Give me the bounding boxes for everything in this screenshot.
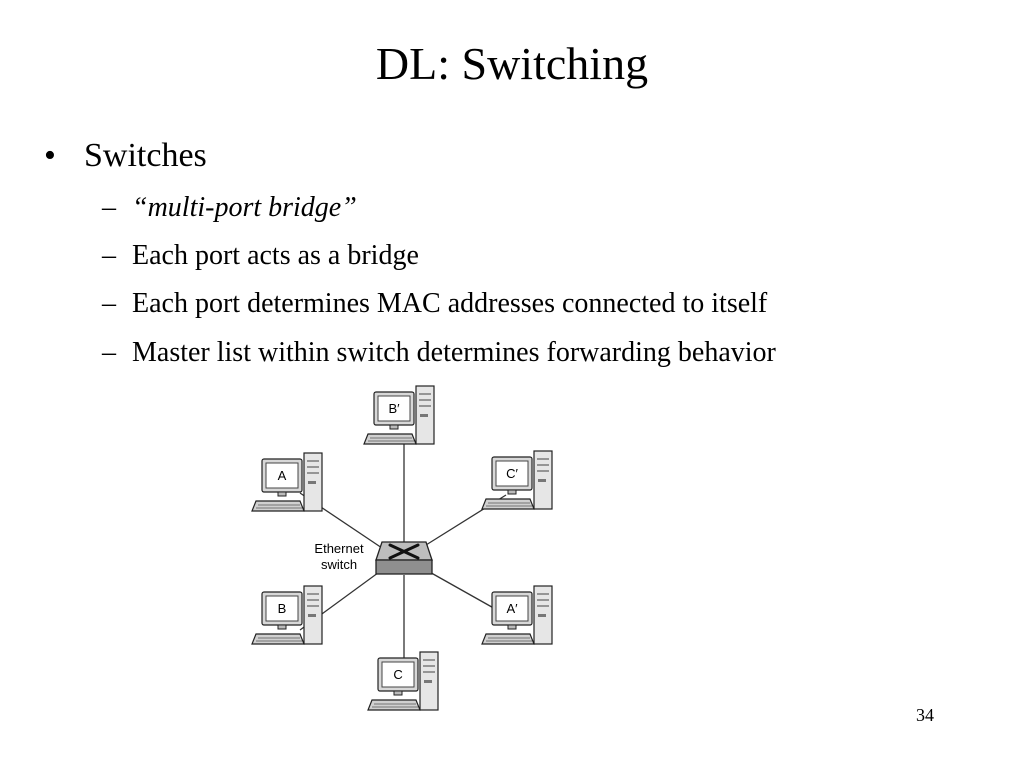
switch-label-line1: Ethernet (314, 541, 364, 556)
host-label: C′ (506, 466, 518, 481)
slide-title: DL: Switching (375, 38, 649, 89)
subbullet-master-list: –Master list within switch determines fo… (102, 336, 776, 370)
host-b-prime: B′ (363, 385, 435, 445)
subbullet-text: Each port acts as a bridge (132, 240, 419, 271)
subbullet-text: Master list within switch determines for… (132, 337, 776, 368)
host-label: A′ (506, 601, 518, 616)
subbullet-marker: – (102, 288, 116, 319)
host-label: C (393, 667, 402, 682)
subbullet-text: Each port determines MAC addresses conne… (132, 288, 768, 319)
bullet-switches: • Switches (44, 136, 207, 176)
subbullet-multi-port-bridge: –“multi-port bridge” (102, 191, 357, 225)
host-c-prime: C′ (481, 450, 553, 510)
host-label: B′ (388, 401, 400, 416)
subbullet-text: “multi-port bridge” (132, 192, 357, 223)
subbullet-port-determines-mac: –Each port determines MAC addresses conn… (102, 287, 767, 321)
host-label: A (278, 468, 287, 483)
bullet-text: Switches (84, 137, 207, 174)
host-a: A (251, 452, 323, 512)
subbullet-marker: – (102, 337, 116, 368)
page-number: 34 (916, 705, 934, 725)
host-c: C (367, 651, 439, 711)
host-b: B (251, 585, 323, 645)
ethernet-switch (375, 541, 433, 575)
subbullet-marker: – (102, 240, 116, 271)
subbullet-marker: – (102, 192, 116, 223)
subbullet-port-acts-as-bridge: –Each port acts as a bridge (102, 239, 419, 273)
host-a-prime: A′ (481, 585, 553, 645)
switch-label-line2: switch (321, 557, 357, 572)
bullet-marker: • (44, 137, 56, 174)
host-label: B (278, 601, 287, 616)
switch-cross-icon (388, 543, 420, 560)
